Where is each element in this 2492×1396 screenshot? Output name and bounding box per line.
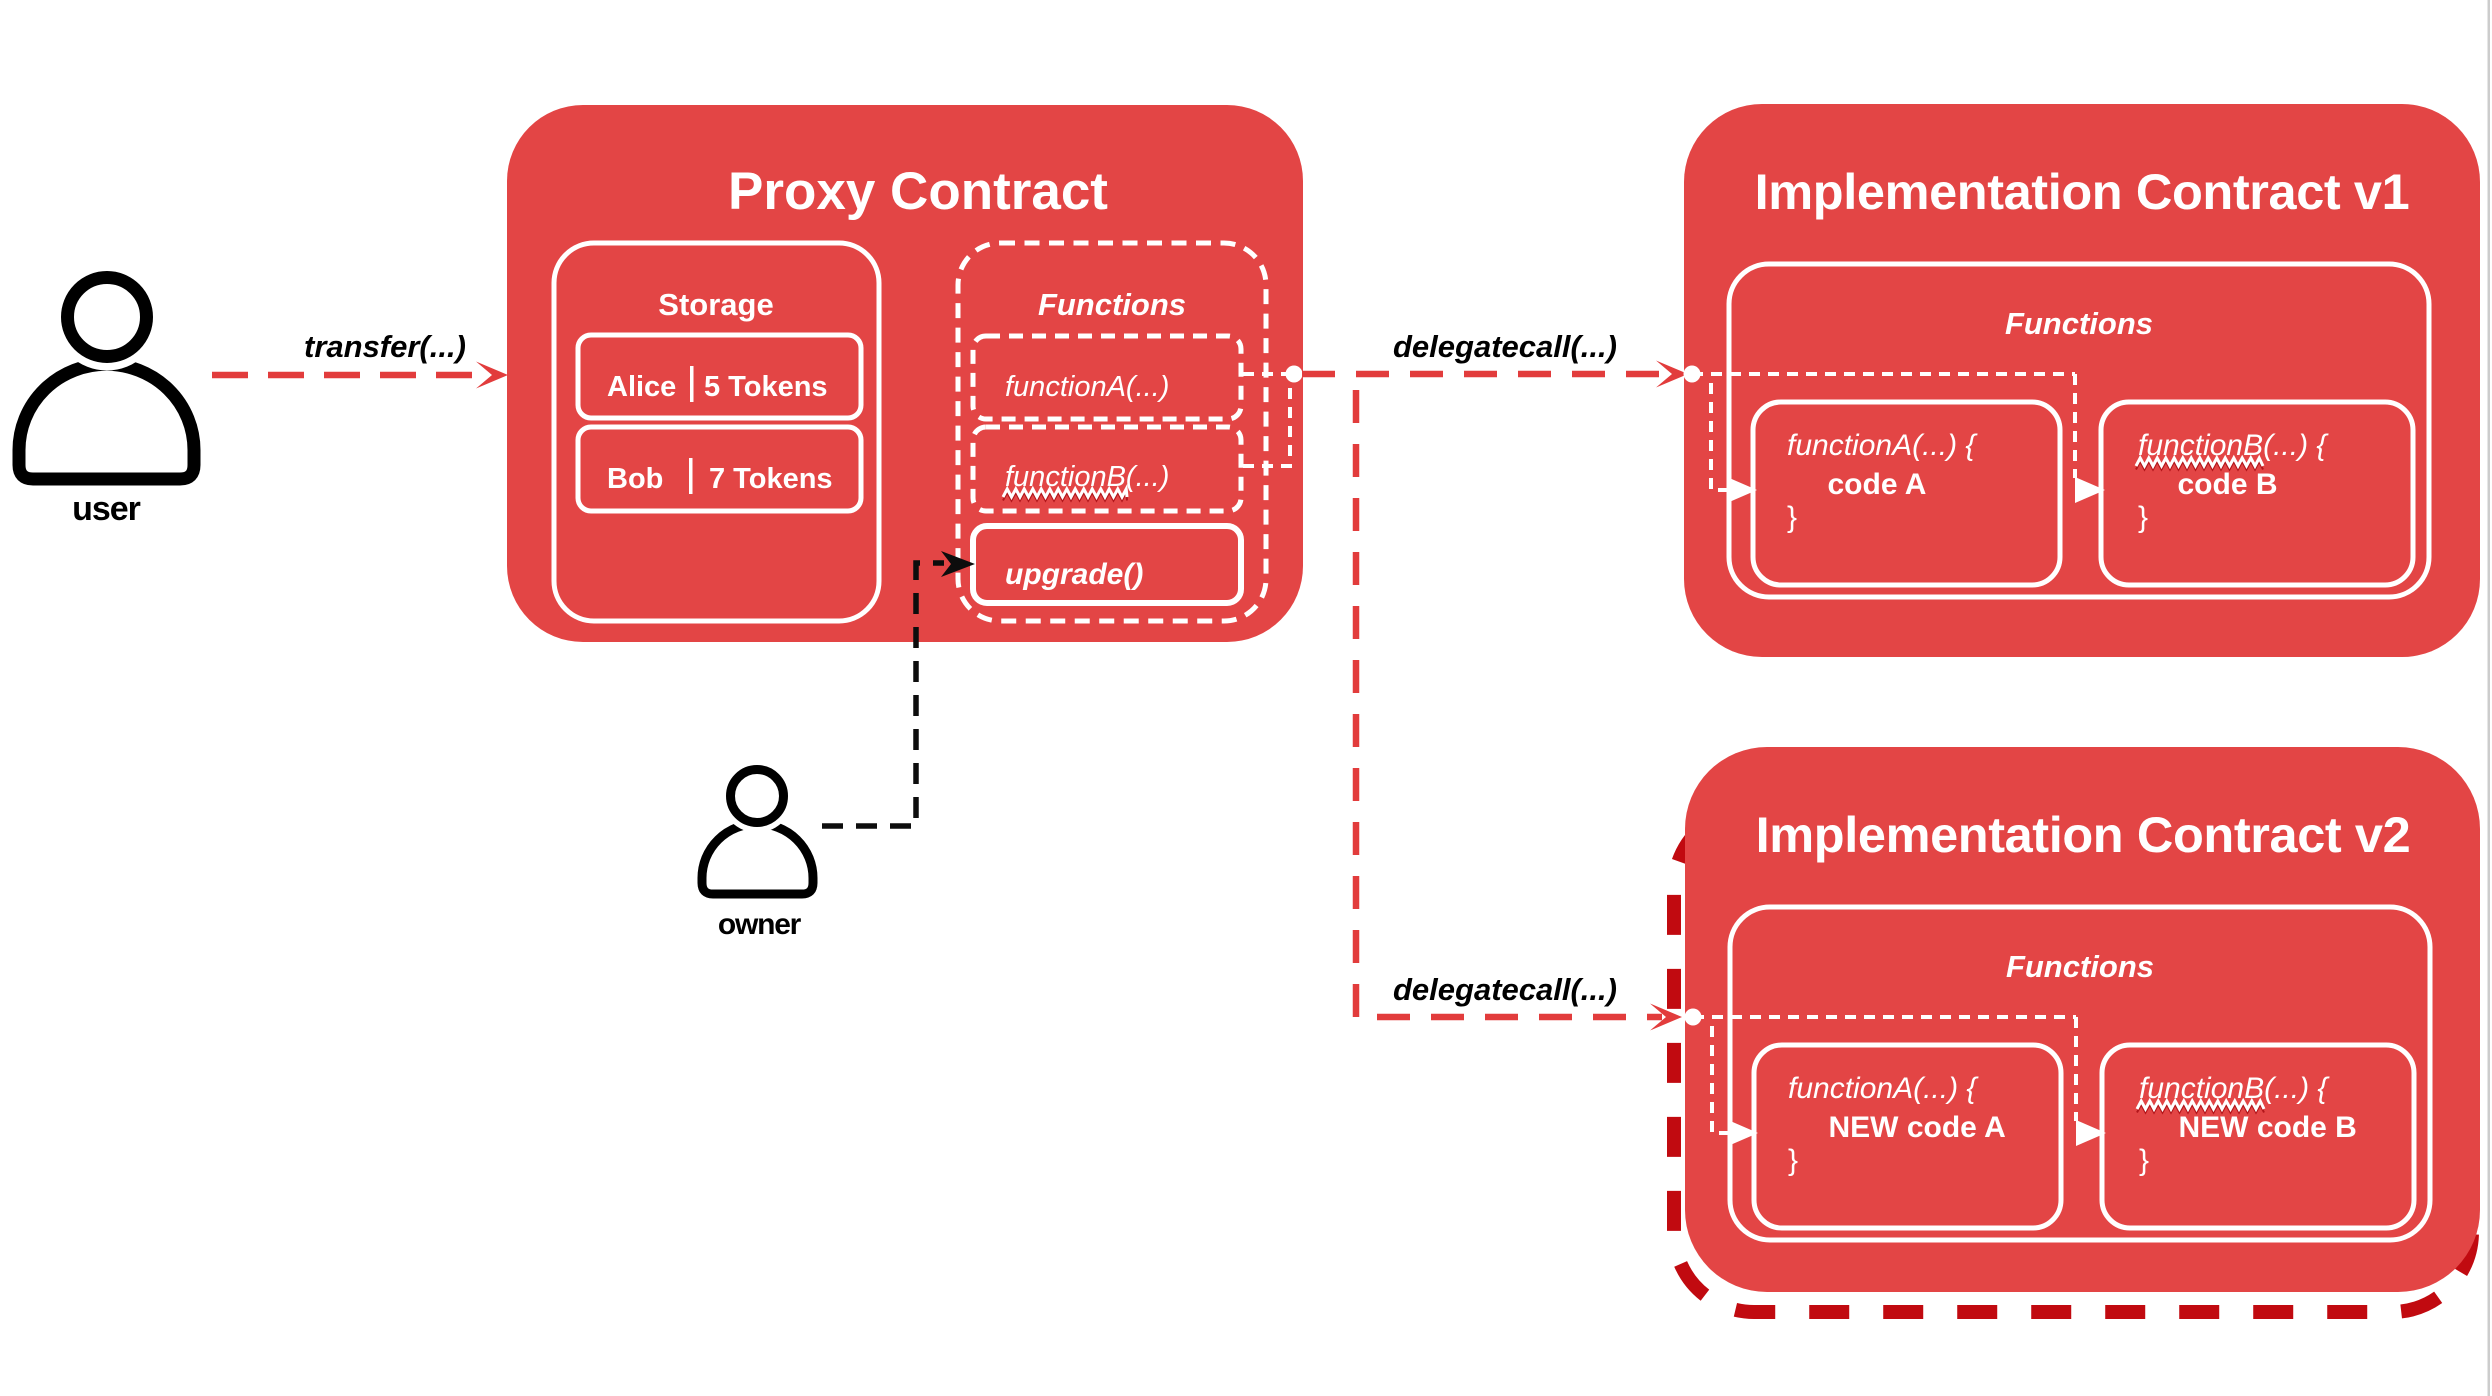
svg-text:functionA(...): functionA(...) [1005,371,1169,403]
svg-text:code A: code A [1828,468,1927,501]
svg-text:Proxy Contract: Proxy Contract [728,162,1108,221]
svg-text:delegatecall(...): delegatecall(...) [1393,972,1617,1007]
svg-text:transfer(...): transfer(...) [304,329,466,364]
svg-text:code B: code B [2178,468,2278,501]
svg-text:upgrade(): upgrade() [1005,558,1143,591]
svg-text:functionA(...) {: functionA(...) { [1788,1072,1979,1105]
svg-text:}: } [1787,501,1797,534]
svg-text:delegatecall(...): delegatecall(...) [1393,329,1617,364]
svg-text:NEW code A: NEW code A [1829,1111,2006,1144]
svg-text:Bob: Bob [607,463,663,495]
svg-text:5 Tokens: 5 Tokens [704,371,828,403]
svg-text:Alice: Alice [607,371,676,403]
svg-text:Implementation Contract v2: Implementation Contract v2 [1756,806,2411,863]
svg-text:}: } [1788,1144,1798,1177]
svg-text:functionA(...) {: functionA(...) { [1787,429,1978,462]
svg-text:7 Tokens: 7 Tokens [709,463,833,495]
svg-text:}: } [2139,1144,2149,1177]
svg-text:Implementation Contract v1: Implementation Contract v1 [1755,163,2410,220]
svg-text:}: } [2138,501,2148,534]
svg-text:functionB(...): functionB(...) [1005,461,1169,493]
svg-text:user: user [72,490,141,528]
svg-text:Functions: Functions [2005,306,2153,341]
svg-text:Storage: Storage [658,287,773,322]
svg-text:Functions: Functions [1038,287,1186,322]
svg-text:Functions: Functions [2006,949,2154,984]
svg-text:owner: owner [718,908,802,941]
svg-text:NEW code B: NEW code B [2179,1111,2357,1144]
